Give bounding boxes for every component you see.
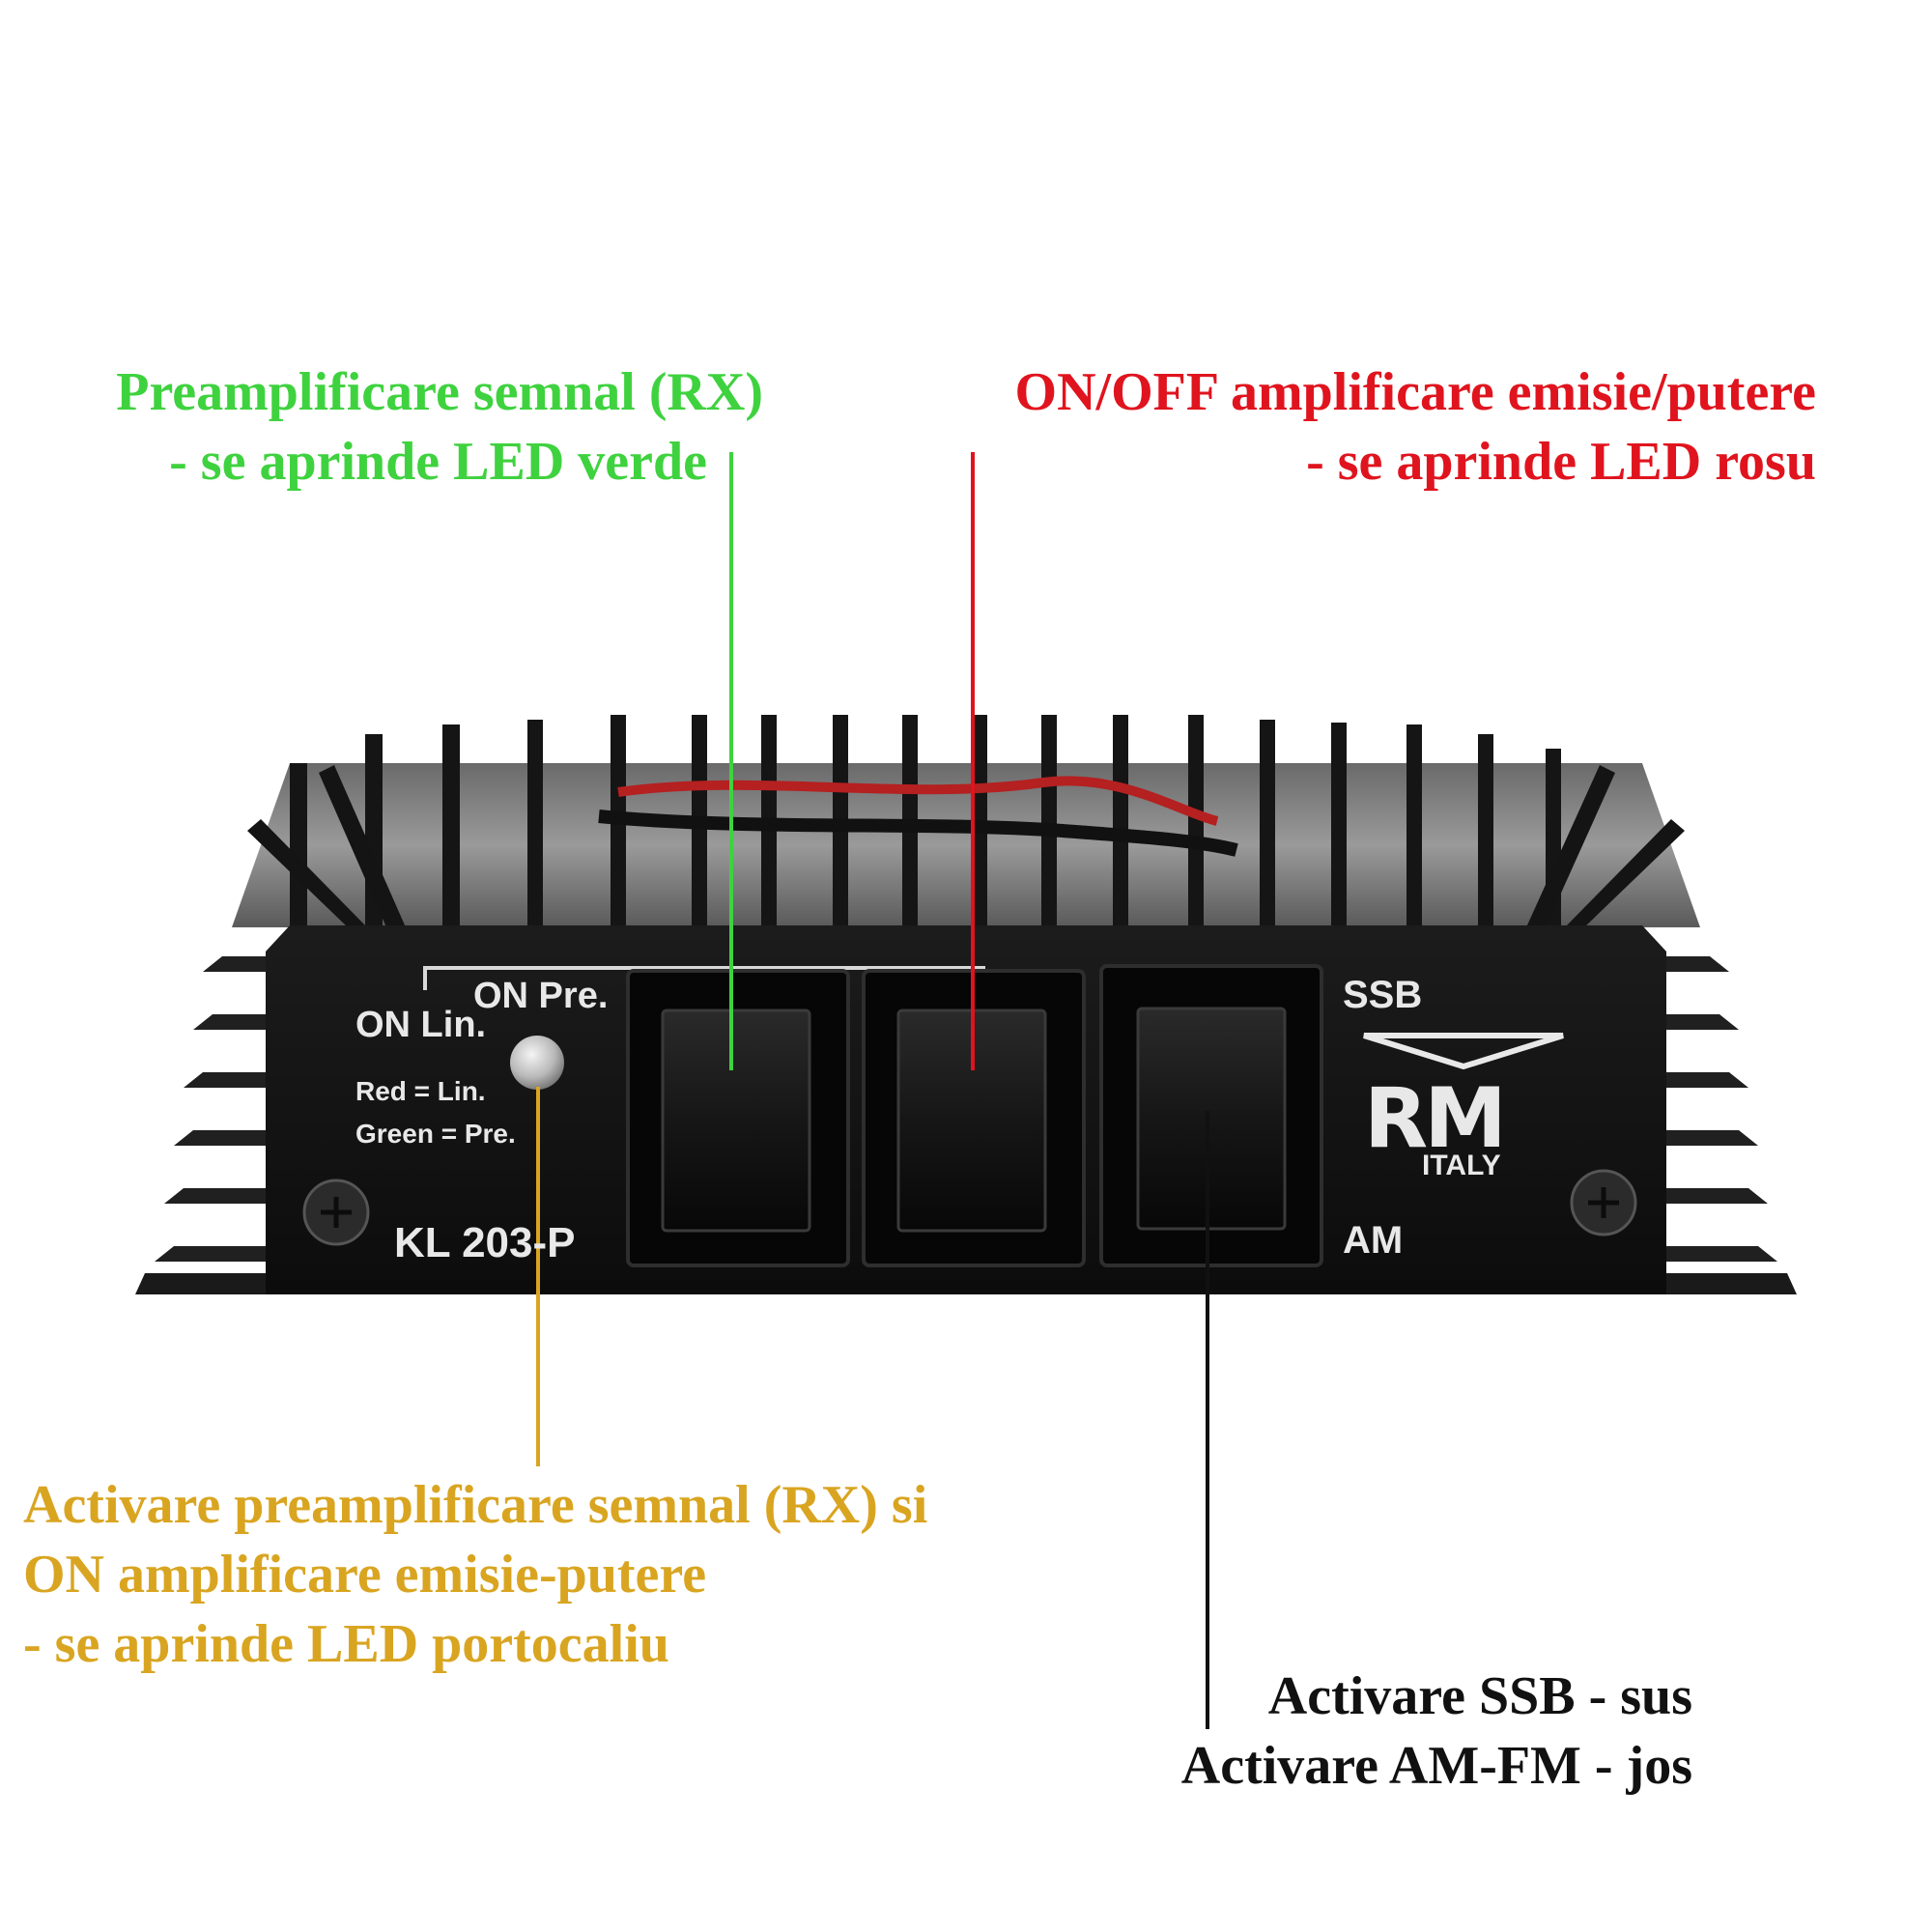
on-pre-label: ON Pre.: [473, 976, 609, 1016]
rocker-switch-power[interactable]: [862, 969, 1086, 1267]
on-lin-label: ON Lin.: [355, 1005, 487, 1045]
rocker-switch-mode[interactable]: [1099, 964, 1323, 1267]
annotation-line: Activare preamplificare semnal (RX) si: [23, 1475, 928, 1535]
annotation-power: ON/OFF amplificare emisie/putere - se ap…: [927, 357, 1816, 497]
annotation-mode: Activare SSB - sus Activare AM-FM - jos: [1082, 1662, 1692, 1801]
annotation-line: - se aprinde LED portocaliu: [23, 1614, 669, 1674]
annotation-combined: Activare preamplificare semnal (RX) si O…: [23, 1470, 927, 1679]
annotation-preamp: Preamplificare semnal (RX) - se aprinde …: [58, 357, 763, 497]
annotation-line: Activare SSB - sus: [1267, 1666, 1692, 1726]
annotation-line: ON amplificare emisie-putere: [23, 1545, 707, 1605]
annotation-line: Activare AM-FM - jos: [1180, 1736, 1692, 1796]
screw-left-icon: [302, 1179, 370, 1246]
annotation-line: Preamplificare semnal (RX): [116, 362, 763, 422]
brand-chevron-icon: [1363, 1033, 1564, 1070]
green-legend-label: Green = Pre.: [355, 1119, 516, 1149]
status-led-icon: [510, 1036, 564, 1090]
screw-right-icon: [1570, 1169, 1637, 1236]
am-label: AM: [1343, 1219, 1404, 1262]
annotation-line: ON/OFF amplificare emisie/putere: [1014, 362, 1816, 422]
brand-sub-label: ITALY: [1422, 1150, 1501, 1181]
ssb-label: SSB: [1343, 974, 1423, 1016]
annotation-line: - se aprinde LED rosu: [1306, 432, 1816, 492]
heatsink: [135, 715, 1797, 1294]
model-label: KL 203-P: [394, 1219, 576, 1266]
brand-logo: RM: [1364, 1070, 1507, 1167]
annotation-line: - se aprinde LED verde: [169, 432, 707, 492]
rocker-switch-preamp[interactable]: [626, 969, 850, 1267]
red-legend-label: Red = Lin.: [355, 1076, 486, 1106]
